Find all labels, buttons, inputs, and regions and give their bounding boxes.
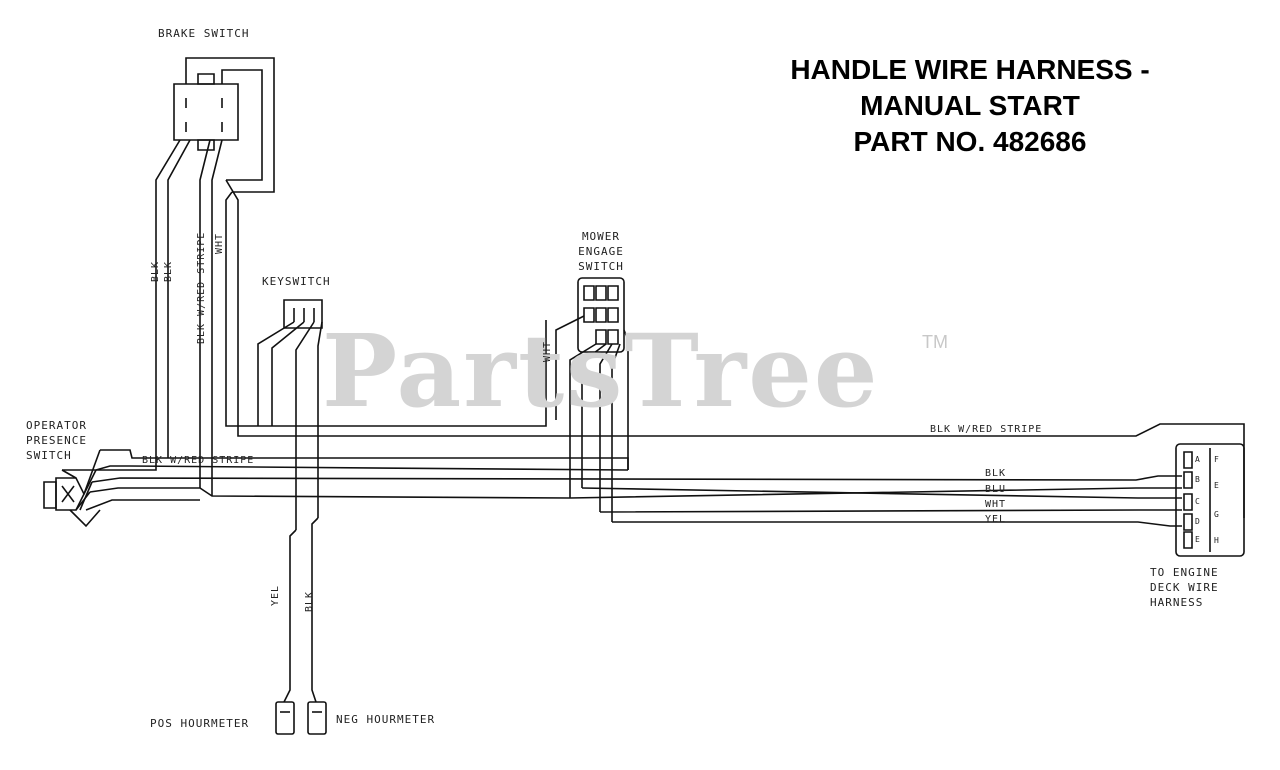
pin-g: G xyxy=(1214,510,1220,519)
wire-label-blk-right: BLK xyxy=(985,468,1007,479)
brake-wires xyxy=(62,140,1244,518)
pos-hourmeter-label: POS HOURMETER xyxy=(150,717,250,730)
brake-switch xyxy=(174,58,274,192)
title-line-2: MANUAL START xyxy=(860,90,1080,121)
wire-label-blk-red-left: BLK W/RED STRIPE xyxy=(142,455,255,466)
trademark-mark: TM xyxy=(922,332,948,352)
wire-label-wht-right: WHT xyxy=(985,499,1007,510)
wire-label-wht-mower: WHT xyxy=(542,340,553,362)
wire-label-blk-red-top: BLK W/RED STRIPE xyxy=(930,424,1043,435)
operator-presence-switch xyxy=(44,450,100,526)
wire-label-blu-right: BLU xyxy=(985,484,1007,495)
title-line-3: PART NO. 482686 xyxy=(853,126,1087,157)
keyswitch-label: KEYSWITCH xyxy=(262,275,331,288)
wire-label-wht-vertical: WHT xyxy=(214,232,225,254)
wire-label-blk-b: BLK xyxy=(163,260,174,282)
pin-c: C xyxy=(1195,497,1201,506)
operator-presence-label-2: PRESENCE xyxy=(26,434,87,447)
engine-deck-connector xyxy=(1176,444,1244,556)
pin-e-right: E xyxy=(1214,481,1220,490)
mower-engage-label-3: SWITCH xyxy=(578,260,624,273)
pin-a: A xyxy=(1195,455,1201,464)
engine-deck-label-1: TO ENGINE xyxy=(1150,566,1219,579)
wire-label-yel-right: YEL xyxy=(985,514,1007,525)
engine-deck-label-2: DECK WIRE xyxy=(1150,581,1219,594)
operator-presence-label-3: SWITCH xyxy=(26,449,72,462)
brake-switch-label: BRAKE SWITCH xyxy=(158,27,250,40)
operator-presence-label-1: OPERATOR xyxy=(26,419,87,432)
harness-trunk xyxy=(86,450,1182,526)
pin-e-left: E xyxy=(1195,535,1201,544)
pin-b: B xyxy=(1195,475,1201,484)
keyswitch xyxy=(258,300,322,530)
hourmeter-leads xyxy=(276,518,326,734)
pin-d: D xyxy=(1195,517,1201,526)
neg-hourmeter-label: NEG HOURMETER xyxy=(336,713,436,726)
mower-engage-label-1: MOWER xyxy=(581,230,621,243)
watermark: PartsTree xyxy=(322,312,880,430)
wire-label-blk-red-vertical: BLK W/RED STRIPE xyxy=(196,231,207,344)
pin-h: H xyxy=(1214,536,1220,545)
title-line-1: HANDLE WIRE HARNESS - xyxy=(790,54,1150,85)
mower-engage-label-2: ENGAGE xyxy=(578,245,624,258)
pin-f: F xyxy=(1214,455,1220,464)
wire-label-blk-a: BLK xyxy=(150,260,161,282)
engine-deck-label-3: HARNESS xyxy=(1150,596,1204,609)
wire-label-blk-hour: BLK xyxy=(304,590,315,612)
wire-label-yel-hour: YEL xyxy=(270,584,281,606)
